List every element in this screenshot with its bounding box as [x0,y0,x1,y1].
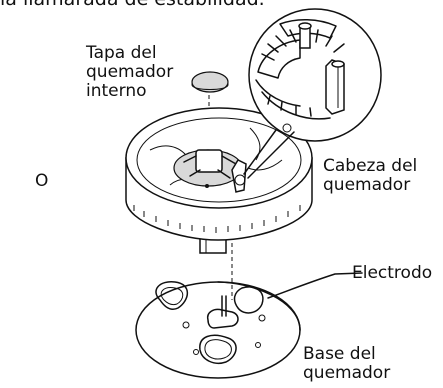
burner-head-label: Cabeza del quemador [323,156,418,195]
electrode-label: Electrodo [352,263,433,283]
header-text: la llamarada de estabilidad. [0,0,265,10]
burner-base-illustration [135,281,301,379]
inner-cap-illustration [191,71,229,93]
option-letter: O [35,171,49,191]
burner-head-illustration [125,107,313,254]
burner-base-label: Base del quemador [303,344,391,383]
electrode-leader [267,272,363,299]
inner-cap-label: Tapa del quemador interno [86,43,174,101]
detail-magnifier [243,8,382,179]
